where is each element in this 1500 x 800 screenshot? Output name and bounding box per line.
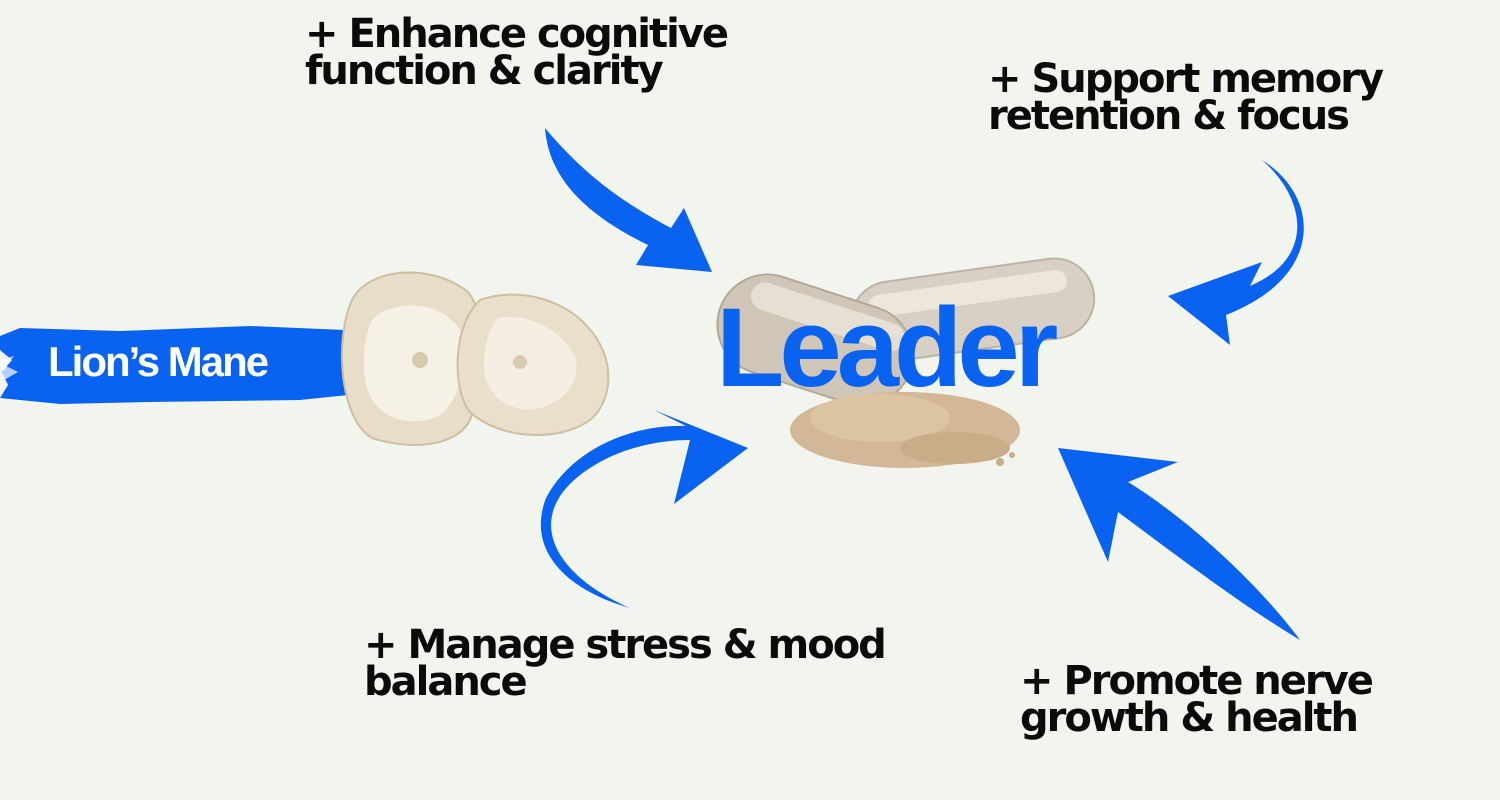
brush-stroke-badge [0, 326, 350, 404]
mushroom-image [340, 271, 610, 446]
benefit-memory: + Support memory retention & focus [988, 56, 1384, 139]
arrow-top [545, 128, 712, 272]
product-name: Leader [716, 285, 1058, 410]
benefit-line: + Support memory [988, 56, 1384, 102]
arrow-right [1168, 160, 1304, 345]
benefit-line: + Manage stress & mood [364, 622, 887, 668]
benefit-line: + Enhance cognitive [305, 11, 729, 57]
benefit-line: retention & focus [988, 93, 1350, 139]
benefit-line: function & clarity [305, 48, 664, 94]
benefit-line: balance [364, 659, 528, 705]
benefit-nerve: + Promote nerve growth & health [1020, 658, 1374, 741]
arrow-bottomright [1058, 448, 1300, 640]
brush-stroke-edge [0, 356, 18, 380]
benefit-line: + Promote nerve [1020, 658, 1374, 704]
capsule-image [716, 257, 1096, 468]
arrow-bottom [540, 410, 748, 608]
benefit-stress: + Manage stress & mood balance [364, 622, 887, 705]
brand-label: Lion’s Mane [48, 338, 269, 385]
benefit-line: growth & health [1020, 695, 1359, 741]
benefit-cognitive: + Enhance cognitive function & clarity [305, 11, 729, 94]
